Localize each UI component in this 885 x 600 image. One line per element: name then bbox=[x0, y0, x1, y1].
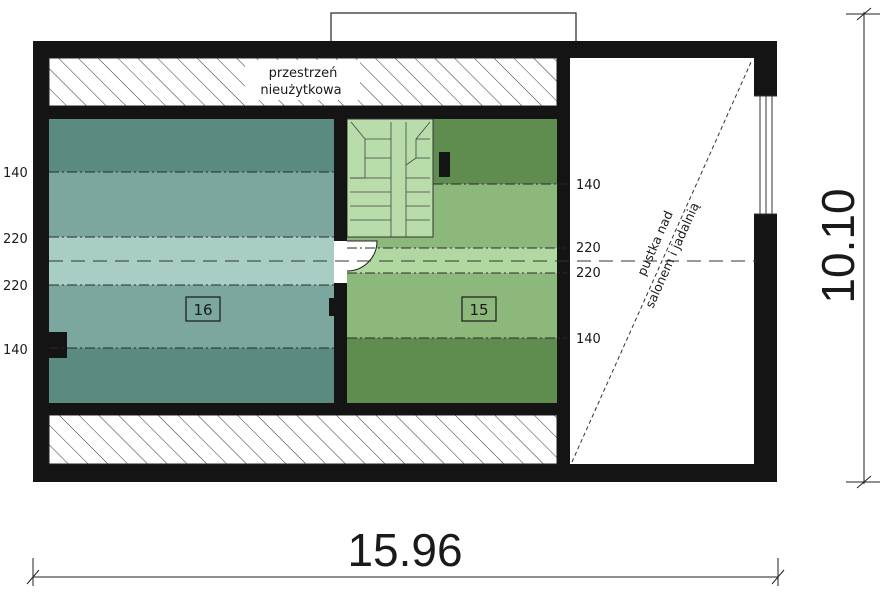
chimney-room16 bbox=[49, 332, 67, 358]
height-right-4: 140 bbox=[576, 332, 601, 347]
height-left-4: 140 bbox=[3, 343, 28, 358]
dimension-width-line bbox=[26, 558, 785, 586]
wall-center-upper bbox=[334, 119, 347, 241]
stair-steps bbox=[350, 121, 431, 237]
height-right-2: 220 bbox=[576, 241, 601, 256]
wall-bottom-inner bbox=[49, 403, 557, 415]
room-16-number-box bbox=[185, 296, 221, 322]
unused-space-label-line1: przestrzeń bbox=[269, 66, 338, 81]
dimension-width: 15.96 bbox=[347, 524, 462, 576]
height-right-1: 140 bbox=[576, 178, 601, 193]
height-right-3: 220 bbox=[576, 266, 601, 281]
wall-top-inner bbox=[49, 106, 557, 119]
room-16-number: 16 bbox=[193, 301, 212, 319]
chimney-room15 bbox=[439, 152, 450, 177]
room-15-number-box bbox=[461, 296, 497, 322]
height-left-2: 220 bbox=[3, 232, 28, 247]
height-lines bbox=[49, 171, 567, 349]
dormer-outline bbox=[330, 12, 577, 44]
height-left-3: 220 bbox=[3, 279, 28, 294]
room-15-number: 15 bbox=[469, 301, 488, 319]
unused-space-bottom bbox=[48, 414, 558, 465]
unused-space-label-line2: nieużytkowa bbox=[260, 83, 341, 98]
wall-center-lower bbox=[334, 283, 347, 403]
dimension-depth-line bbox=[846, 7, 880, 489]
height-left-1: 140 bbox=[3, 166, 28, 181]
unused-space-label-bg bbox=[245, 60, 360, 100]
dimension-depth: 10.10 bbox=[812, 188, 864, 303]
void-diagonal bbox=[571, 59, 753, 463]
chimney-stub bbox=[329, 298, 335, 316]
